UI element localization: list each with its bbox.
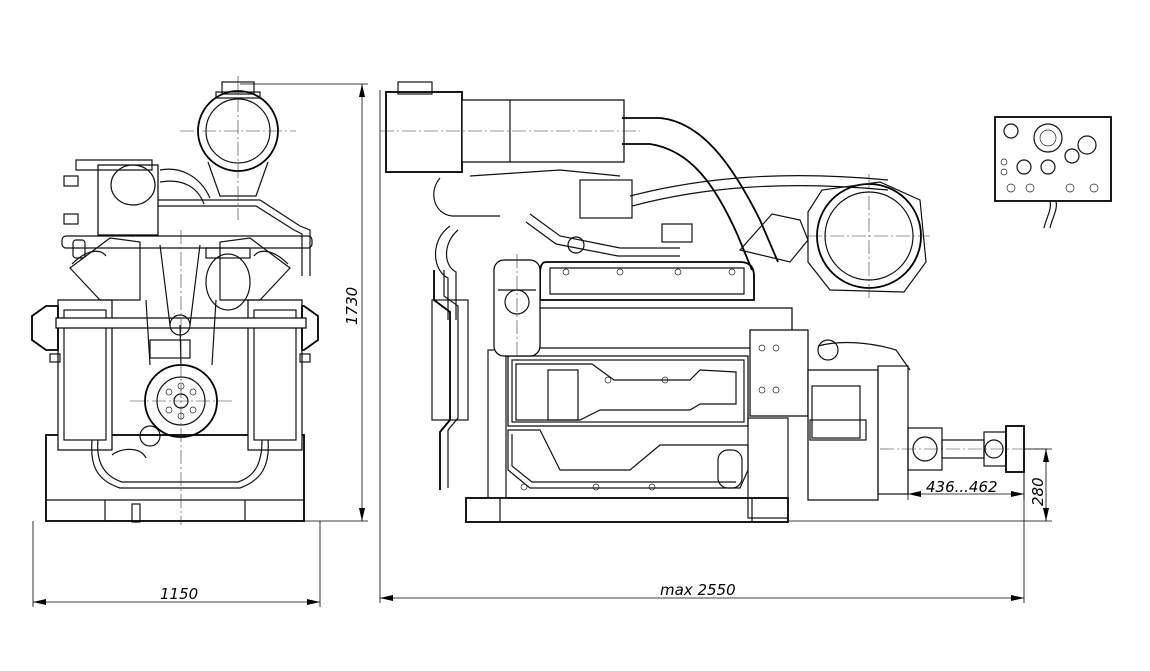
dimension-shaft-label: 436...462 [926,478,998,496]
dimension-height-label: 1730 [343,287,361,325]
dimension-flange-label: 280 [1029,477,1047,506]
engine-side-view [380,81,1050,523]
dimension-length-label: max 2550 [660,581,736,599]
dimension-width-label: 1150 [160,585,198,603]
dimension-lines [32,83,1052,607]
control-panel [994,116,1112,229]
engine-front-view [31,76,319,525]
